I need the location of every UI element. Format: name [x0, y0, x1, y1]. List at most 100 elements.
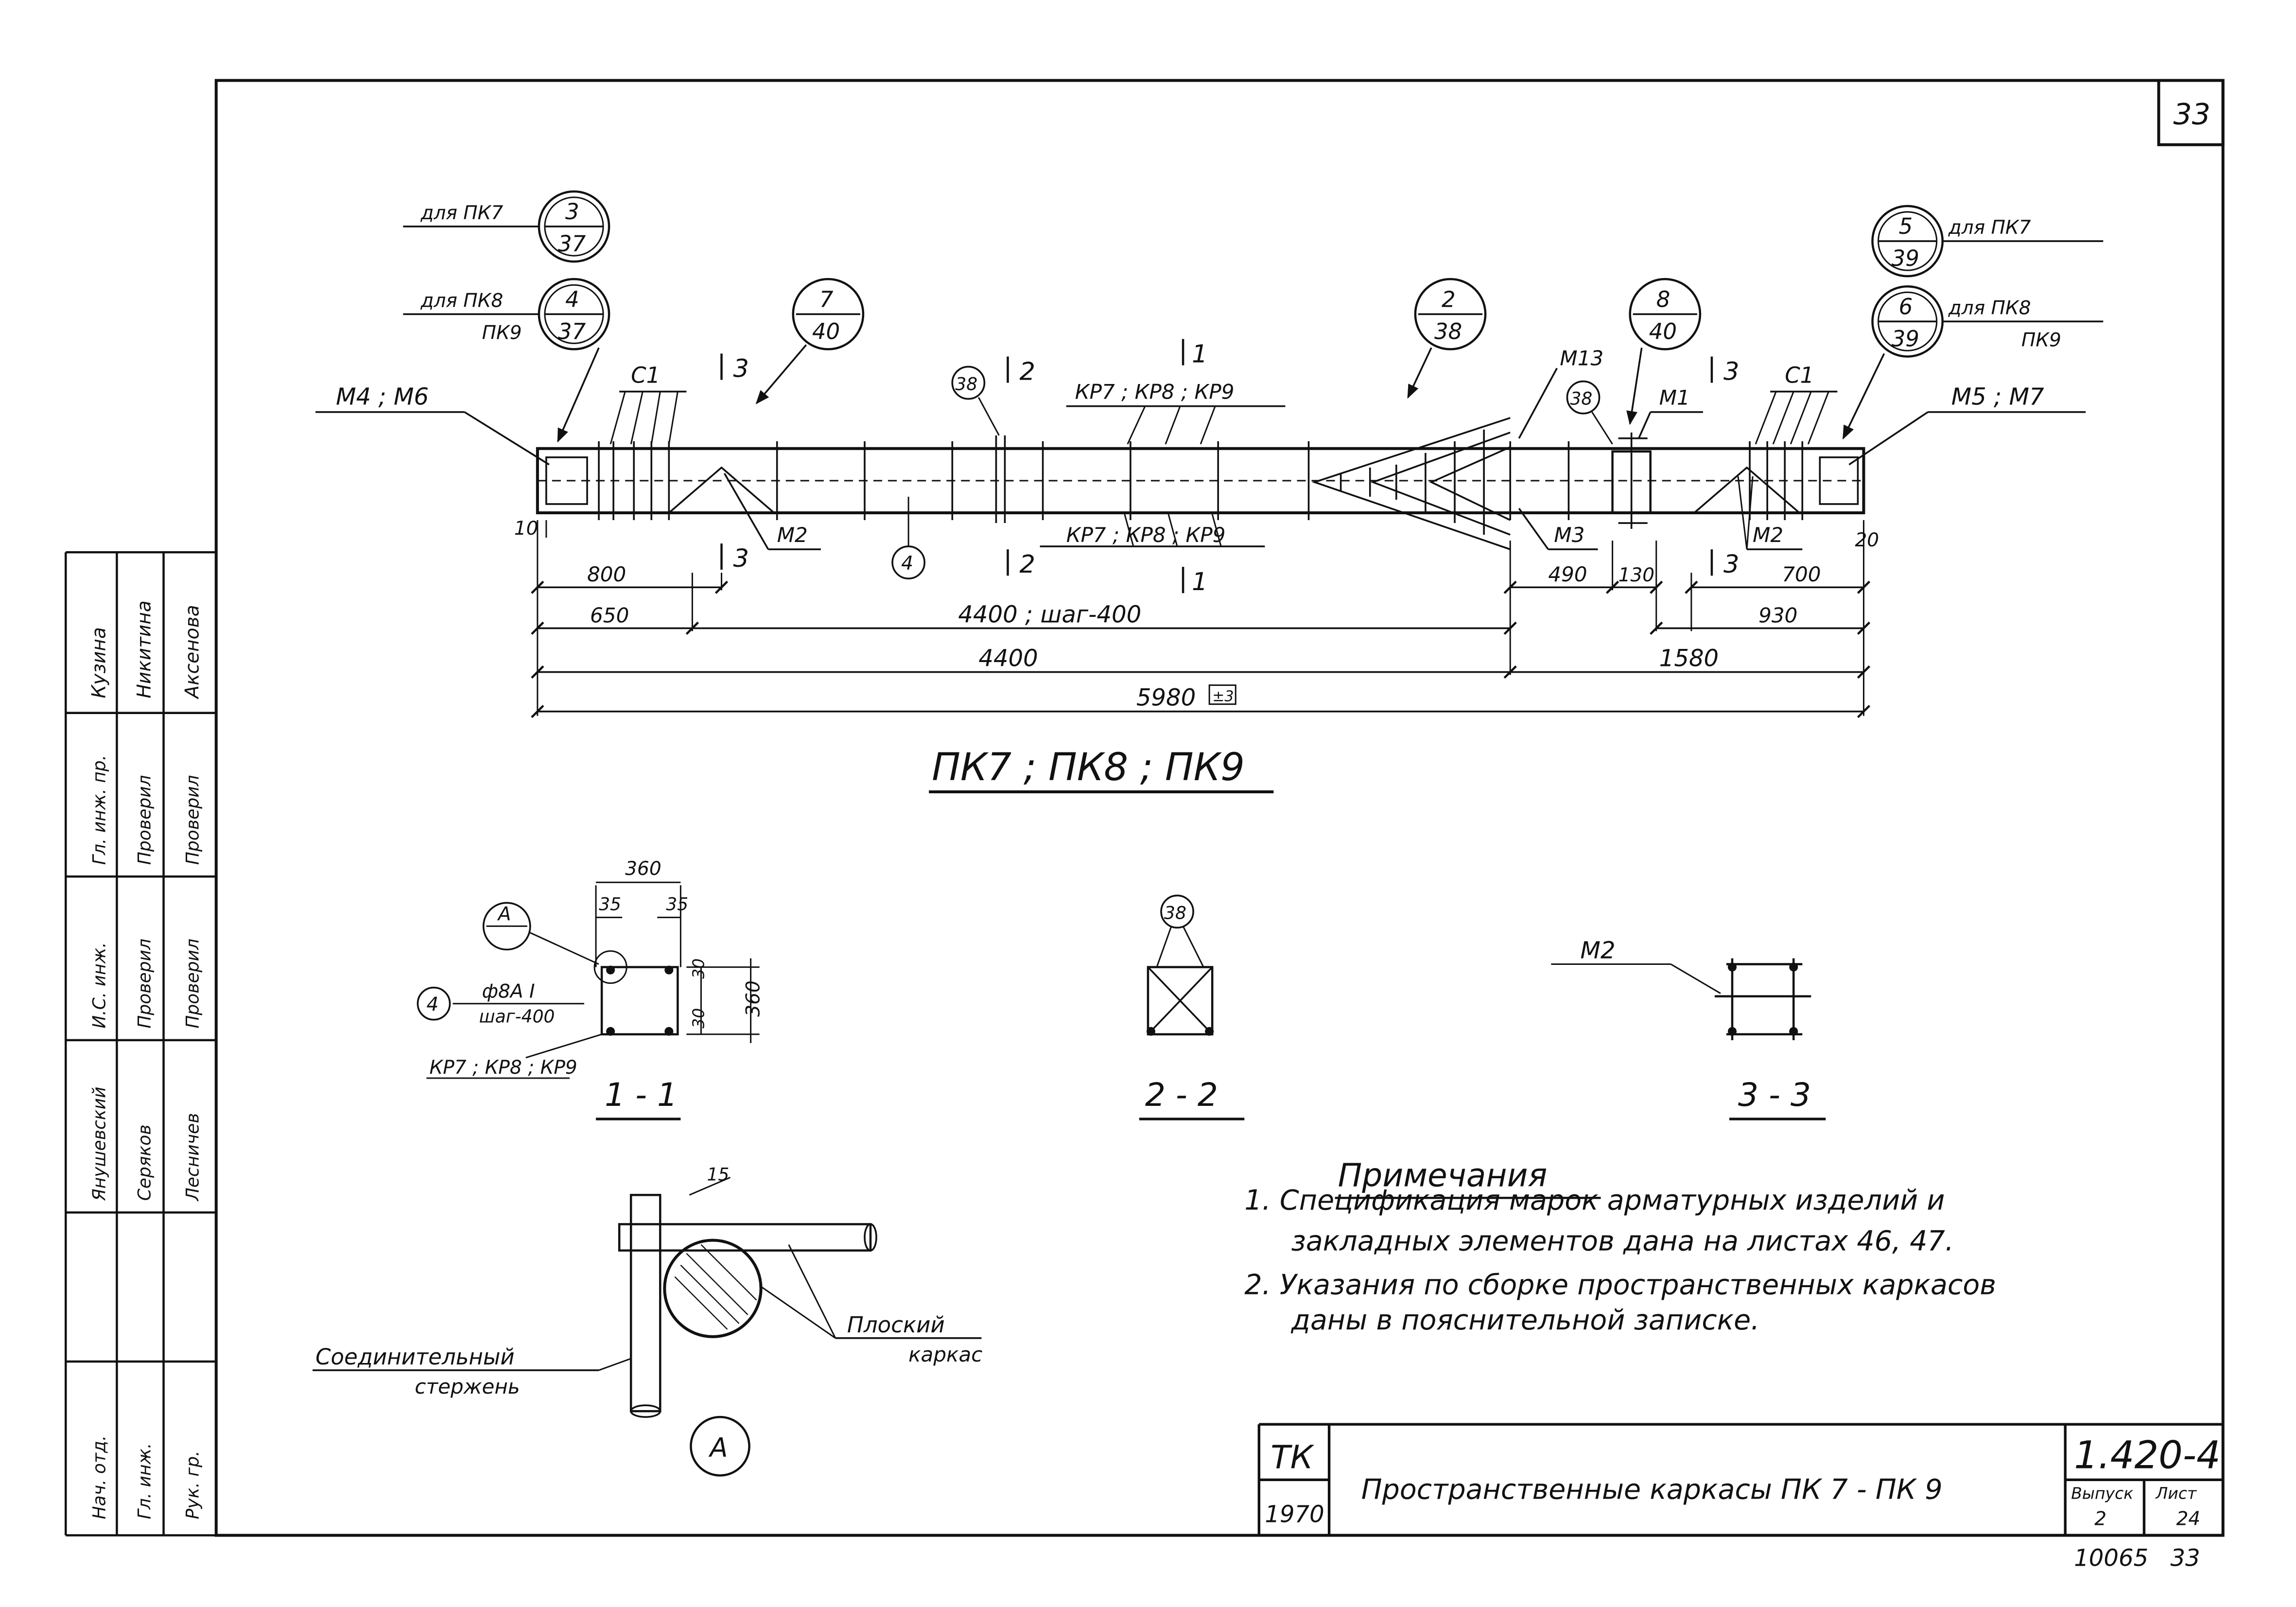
drawing-label: 3 — [733, 544, 749, 573]
drawing-label: ф8А I — [482, 981, 535, 1003]
drawing-label: 800 — [587, 562, 626, 586]
stamp-names-row4: Янушевский Серяков Лесничев — [89, 1087, 203, 1202]
drawing-label: Лист — [2156, 1484, 2197, 1502]
notes: Примечания 1. Спецификация марок арматур… — [1244, 1156, 1996, 1336]
drawing-label: 3 — [733, 355, 749, 384]
drawing-label: М3 — [1554, 523, 1584, 547]
drawing-label: 39 — [1892, 326, 1919, 351]
note-2a: 2. Указания по сборке пространственных к… — [1244, 1269, 1996, 1301]
drawing-label: каркас — [908, 1343, 982, 1366]
drawing-label: 360 — [625, 858, 661, 880]
drawing-label: 30 — [689, 959, 708, 979]
stamp-roles-row2: Гл. инж. пр. Проверил Проверил — [89, 755, 203, 865]
label-m3: М3 — [1518, 507, 1598, 550]
stamp-names-row1: Кузина Никитина Аксенова — [88, 600, 203, 699]
drawing-label: М2 — [1753, 523, 1783, 547]
title-org: ТК — [1270, 1438, 1314, 1476]
title-year: 1970 — [1265, 1501, 1324, 1528]
sheet-frame — [214, 79, 2225, 1537]
drawing-label: 2 - 2 — [1145, 1076, 1218, 1114]
drawing-label: Кузина — [88, 627, 110, 698]
callout-6-39: 6 39 для ПК8 ПК9 — [1842, 285, 2104, 440]
drawing-label: 490 — [1548, 562, 1587, 586]
drawing-label: 7 — [819, 286, 834, 312]
drawing-label: 38 — [1434, 318, 1462, 344]
drawing-label: М2 — [777, 523, 808, 547]
callout-3-37: для ПК7 3 37 — [403, 190, 610, 263]
drawing-label: Лесничев — [183, 1113, 203, 1202]
drawing-label: 4 — [565, 286, 579, 312]
drawing-label: 3 — [1723, 358, 1739, 386]
drawing-label: 35 — [666, 894, 688, 914]
drawing-label: М5 ; М7 — [1951, 384, 2044, 411]
drawing-label: шаг-400 — [479, 1007, 555, 1027]
drawing-label: Рук. гр. — [183, 1450, 203, 1519]
drawing-label: 360 — [743, 980, 765, 1017]
drawing-label: М2 — [1581, 937, 1616, 964]
drawing-label: ПК9 — [2021, 329, 2061, 351]
drawing-label: 37 — [558, 318, 586, 344]
drawing-label: 130 — [1618, 564, 1655, 586]
drawing-label: 5980 — [1136, 684, 1196, 712]
drawing-label: для ПК7 — [420, 202, 503, 224]
drawing-label: 8 — [1656, 286, 1670, 312]
section-1-1: 360 35 35 30 30 360 А 4 ф8А I шаг-400 КР… — [417, 858, 765, 1120]
drawing-label: 30 — [689, 1008, 708, 1029]
drawing-label: 38 — [955, 374, 977, 395]
archive-page: 33 — [2171, 1545, 2200, 1572]
drawing-label: 38 — [1570, 389, 1592, 409]
drawing-label: М1 — [1659, 386, 1690, 410]
drawing-label: 10 — [514, 518, 539, 540]
drawing-label: 3 — [1723, 550, 1739, 579]
drawing-label: М4 ; М6 — [336, 384, 429, 411]
stamp-roles-row3: И.С. инж. Проверил Проверил — [89, 939, 203, 1029]
drawing-label: КР7 ; КР8 ; КР9 — [429, 1057, 577, 1079]
note-1a: 1. Спецификация марок арматурных изделий… — [1244, 1184, 1945, 1216]
label-c1-right: С1 — [1755, 363, 1838, 445]
drawing-label: 3 - 3 — [1738, 1076, 1811, 1114]
drawing-label: 2 — [1442, 286, 1456, 312]
drawing-label: для ПК8 — [1948, 297, 2031, 319]
drawing-label: 38 — [1164, 903, 1186, 923]
label-pos4: 4 — [891, 496, 926, 580]
label-m1: М1 — [1638, 386, 1703, 439]
drawing-label: 2 — [2094, 1508, 2106, 1530]
label-m2-right: М2 — [1737, 476, 1803, 550]
drawing-label: 1 - 1 — [605, 1076, 678, 1114]
frame-body — [536, 417, 1865, 550]
drawing-label: Аксенова — [182, 605, 204, 699]
drawing-label: 2 — [1020, 358, 1036, 386]
drawing-label: С1 — [1785, 363, 1814, 388]
drawing-label: 4 — [901, 553, 913, 575]
drawing-label: 24 — [2176, 1508, 2201, 1530]
drawing-label: ПК9 — [482, 322, 522, 344]
callout-5-39: 5 39 для ПК7 — [1871, 205, 2104, 278]
label-m2-left: М2 — [723, 472, 821, 550]
drawing-label: 1580 — [1659, 645, 1719, 672]
callout-7-40: 7 40 — [755, 278, 865, 404]
section-3-3: М2 3 - 3 — [1551, 937, 1826, 1120]
title-block: ТК 1970 Пространственные каркасы ПК 7 - … — [1257, 1423, 2223, 1572]
stamp-roles-row5: Нач. отд. Гл. инж. Рук. гр. — [89, 1435, 203, 1520]
drawing-label: 700 — [1782, 562, 1821, 586]
drawing-label: 930 — [1758, 603, 1797, 627]
drawing-label: Никитина — [134, 600, 156, 698]
drawing-label: 5 — [1899, 213, 1913, 239]
drawing-label: 4400 — [978, 645, 1038, 672]
drawing-label: ПК7 ; ПК8 ; ПК9 — [932, 745, 1245, 789]
drawing-label: Янушевский — [89, 1087, 109, 1202]
label-kr-bottom: КР7 ; КР8 ; КР9 — [1040, 514, 1265, 547]
drawing-label: 40 — [1649, 318, 1677, 344]
label-m5m7: М5 ; М7 — [1848, 384, 2086, 466]
drawing-label: 1 — [1192, 340, 1208, 368]
callout-8-40: 8 40 — [1626, 278, 1702, 425]
drawing-label: 15 — [707, 1164, 729, 1185]
drawing-label: 35 — [599, 894, 621, 914]
drawing-label: стержень — [415, 1375, 520, 1398]
drawing-label: Плоский — [847, 1312, 945, 1338]
drawing-label: И.С. инж. — [89, 942, 109, 1028]
title-text: Пространственные каркасы ПК 7 - ПК 9 — [1361, 1473, 1943, 1505]
left-stamp — [64, 551, 216, 1537]
label-m4m6: М4 ; М6 — [315, 384, 550, 466]
drawing-label: А — [708, 1432, 728, 1463]
